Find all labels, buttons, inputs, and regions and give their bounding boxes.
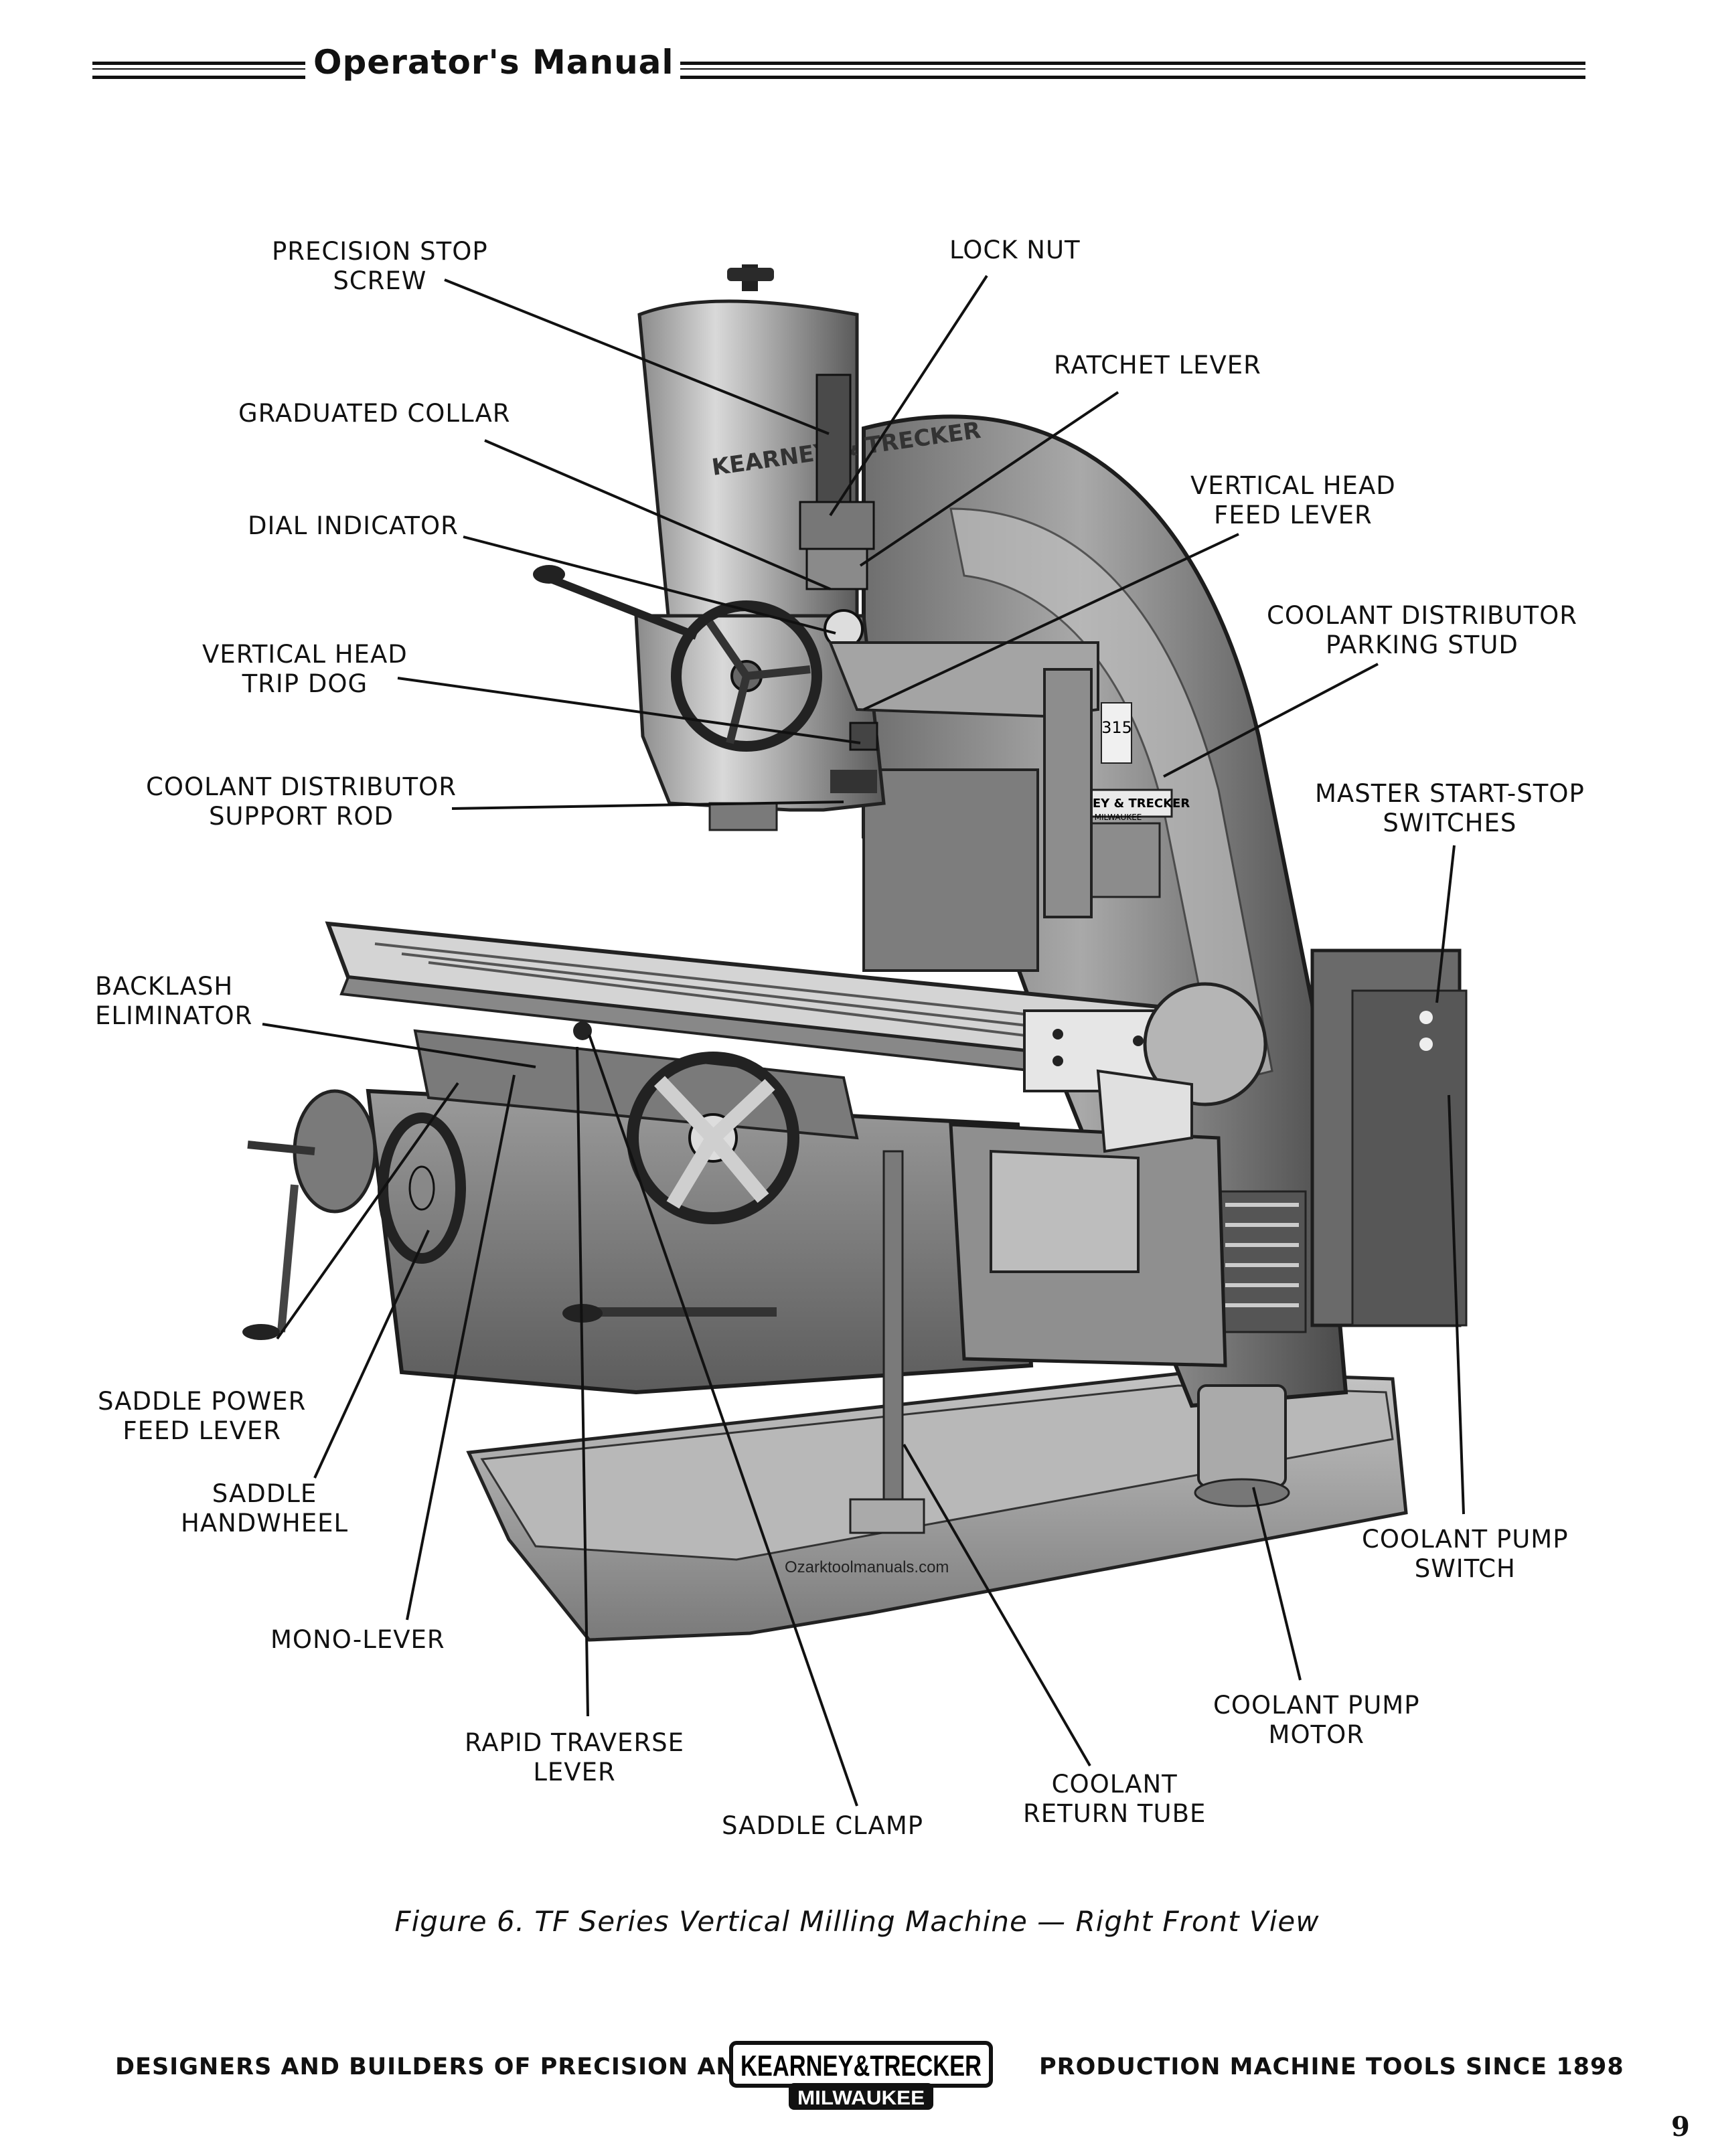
- footer-logo-main: KEARNEY&TRECKER: [741, 2050, 982, 2082]
- column-badge-city: MILWAUKEE: [1095, 813, 1142, 822]
- coolant-pump: [1194, 1384, 1290, 1507]
- label-graduated-collar: GRADUATED COLLAR: [238, 399, 511, 428]
- header-rule-left: [92, 62, 305, 79]
- label-dial-indicator: DIAL INDICATOR: [248, 511, 459, 540]
- page-number: 9: [1671, 2111, 1690, 2143]
- figure-caption: Figure 6. TF Series Vertical Milling Mac…: [394, 1905, 1320, 1938]
- label-lock-nut: LOCK NUT: [949, 236, 1081, 264]
- model-plate: 315: [1101, 718, 1132, 737]
- footer-logo: KEARNEY&TRECKER MILWAUKEE: [728, 2040, 994, 2115]
- label-ratchet-lever: RATCHET LEVER: [1054, 351, 1261, 380]
- footer-logo-sub: MILWAUKEE: [797, 2087, 925, 2109]
- callout-leader-lines: [262, 274, 1465, 1807]
- saddle-handwheel: [242, 1089, 466, 1340]
- watermark: Ozarktoolmanuals.com: [785, 1558, 949, 1576]
- header-title: Operator's Manual: [313, 43, 674, 82]
- label-saddle-clamp: SADDLE CLAMP: [722, 1811, 924, 1840]
- header-rule-right: [680, 62, 1585, 79]
- table-handwheel: [627, 1052, 799, 1224]
- vent-grille: [1217, 1190, 1307, 1333]
- vertical-head: KEARNEY & TRECKER: [533, 264, 1099, 918]
- table-and-saddle: [242, 921, 1290, 1534]
- footer-right-text: PRODUCTION MACHINE TOOLS SINCE 1898: [1039, 2054, 1624, 2080]
- footer-left-text: DESIGNERS AND BUILDERS OF PRECISION AND: [115, 2054, 757, 2080]
- label-mono-lever: MONO-LEVER: [270, 1625, 445, 1654]
